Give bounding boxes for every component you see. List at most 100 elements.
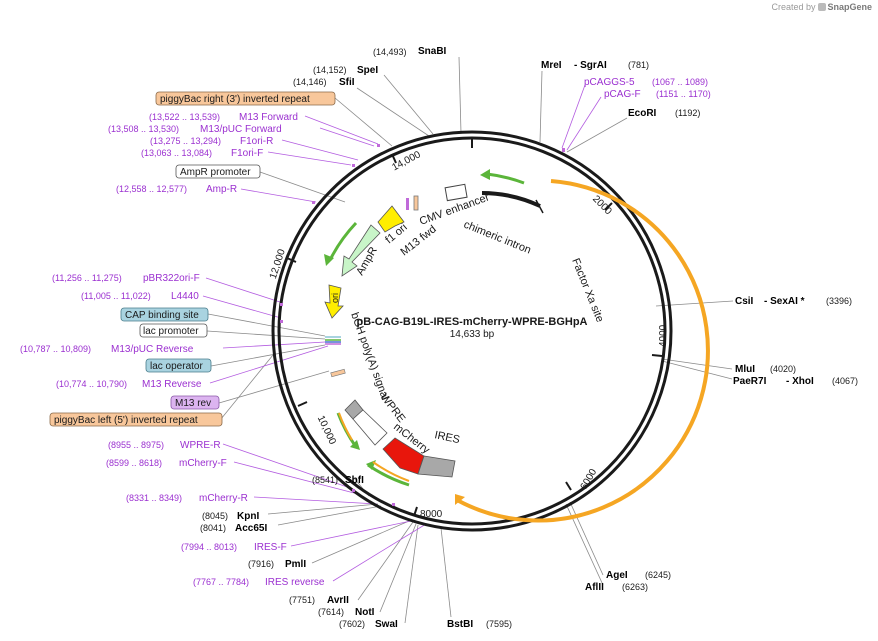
primer-pcaggs5[interactable]: pCAGGS-5 [584, 77, 635, 88]
enzyme-sfii-pos[interactable]: (14,146) [293, 77, 327, 87]
enzyme-srei[interactable]: MreI [541, 60, 562, 71]
watermark-brand: SnapGene [827, 2, 872, 12]
primer-mcherry-r-pos[interactable]: (8331 .. 8349) [126, 493, 182, 503]
primer-mcherry-f[interactable]: mCherry-F [179, 458, 227, 469]
enzyme-mlui[interactable]: MluI [735, 364, 755, 375]
plasmid-length: 14,633 bp [450, 329, 495, 340]
primer-m13puc-reverse[interactable]: M13/pUC Reverse [111, 344, 194, 355]
enzyme-ecori-pos[interactable]: (1192) [675, 108, 700, 118]
enzyme-sbfi-pos[interactable]: (8541) [312, 475, 338, 485]
enzyme-aflii[interactable]: AflII [585, 582, 604, 593]
primer-ires-f[interactable]: IRES-F [254, 542, 287, 553]
primer-f1ori-f[interactable]: F1ori-F [231, 148, 263, 159]
piggybac-right-label[interactable]: piggyBac right (3') inverted repeat [160, 94, 310, 105]
lac-promoter-box[interactable] [139, 323, 208, 338]
primer-ires-reverse[interactable]: IRES reverse [265, 577, 325, 588]
enzyme-sfii[interactable]: SfiI [339, 77, 355, 88]
primer-wpre-r[interactable]: WPRE-R [180, 440, 221, 451]
primer-l4440-pos[interactable]: (11,005 .. 11,022) [81, 291, 151, 301]
f1-ori-box [406, 198, 409, 210]
enzyme-acc65i-pos[interactable]: (8041) [200, 523, 226, 533]
lac-promoter-label[interactable]: lac promoter [143, 326, 199, 337]
enzyme-ecori[interactable]: EcoRI [628, 108, 657, 119]
enzyme-csii[interactable]: CsiI [735, 296, 754, 307]
enzyme-bstbi-pos[interactable]: (7595) [486, 619, 512, 629]
enzyme-xhoi-pos[interactable]: (4067) [832, 376, 858, 386]
enzyme-paer7i[interactable]: PaeR7I [733, 376, 767, 387]
enzyme-agei[interactable]: AgeI [606, 570, 628, 581]
ampr-promoter-label[interactable]: AmpR promoter [180, 167, 251, 178]
ori-arrow [324, 284, 344, 319]
enzyme-snabi-pos[interactable]: (14,493) [373, 47, 407, 57]
primer-mcherry-f-pos[interactable]: (8599 .. 8618) [106, 458, 162, 468]
m13-fwd-box [413, 195, 419, 211]
primer-wpre-r-pos[interactable]: (8955 .. 8975) [108, 440, 164, 450]
primer-ires-reverse-pos[interactable]: (7767 .. 7784) [193, 577, 249, 587]
primer-ires-f-pos[interactable]: (7994 .. 8013) [181, 542, 237, 552]
enzyme-kpni-pos[interactable]: (8045) [202, 511, 228, 521]
enzyme-spei-pos[interactable]: (14,152) [313, 65, 347, 75]
primer-mcherry-r[interactable]: mCherry-R [199, 493, 248, 504]
piggybac-left-label[interactable]: piggyBac left (5') inverted repeat [54, 415, 198, 426]
lac-operator-label[interactable]: lac operator [150, 361, 203, 372]
cap-binding-site-box[interactable] [120, 307, 209, 322]
primer-pcaggs5-pos[interactable]: (1067 .. 1089) [652, 77, 708, 87]
enzyme-spei[interactable]: SpeI [357, 65, 378, 76]
backbone-outer-ring [271, 130, 673, 532]
primer-m13-reverse[interactable]: M13 Reverse [142, 379, 202, 390]
enzyme-bstbi[interactable]: BstBI [447, 619, 473, 630]
orange-feature-arrowhead [455, 494, 465, 505]
enzyme-sexai[interactable]: - SexAI * [764, 296, 805, 307]
enzyme-noti[interactable]: NotI [355, 607, 375, 618]
connector-lines [206, 56, 734, 624]
chimeric-intron-end [535, 199, 544, 214]
label-wpre: WPRE [378, 391, 408, 424]
primer-m13-forward[interactable]: M13 Forward [239, 112, 298, 123]
enzyme-sgrai[interactable]: - SgrAI [574, 60, 607, 71]
primers-top: pCAGGS-5 (1067 .. 1089) pCAG-F (1151 .. … [584, 77, 711, 100]
primer-f1ori-f-pos[interactable]: (13,063 .. 13,084) [141, 148, 212, 158]
primer-pcagf-pos[interactable]: (1151 .. 1170) [656, 89, 711, 99]
lac-operator-box[interactable] [145, 358, 212, 373]
primer-m13puc-forward-pos[interactable]: (13,508 .. 13,530) [108, 124, 179, 134]
enzyme-swai[interactable]: SwaI [375, 619, 398, 630]
primer-f1ori-r[interactable]: F1ori-R [240, 136, 273, 147]
primer-amp-r[interactable]: Amp-R [206, 184, 237, 195]
primer-m13puc-reverse-pos[interactable]: (10,787 .. 10,809) [20, 344, 91, 354]
primer-amp-r-pos[interactable]: (12,558 .. 12,577) [116, 184, 187, 194]
piggybac-left-label-box[interactable] [49, 412, 223, 427]
primer-pbr322ori-f-pos[interactable]: (11,256 .. 11,275) [52, 273, 122, 283]
enzymes-bottom: (8541) SbfI (8045) KpnI (8041) Acc65I (7… [200, 475, 512, 630]
enzyme-sgrai-pos[interactable]: (781) [628, 60, 649, 70]
primer-l4440[interactable]: L4440 [171, 291, 199, 302]
primer-m13puc-forward[interactable]: M13/pUC Forward [200, 124, 282, 135]
ampr-promoter-box[interactable] [175, 164, 261, 179]
enzyme-acc65i[interactable]: Acc65I [235, 523, 267, 534]
enzyme-pmli[interactable]: PmlI [285, 559, 306, 570]
m13-rev-box[interactable] [170, 395, 220, 410]
enzyme-swai-pos[interactable]: (7602) [339, 619, 365, 629]
piggybac-right-box[interactable] [155, 91, 336, 106]
enzyme-avrii[interactable]: AvrII [327, 595, 349, 606]
enzyme-aflii-pos[interactable]: (6263) [622, 582, 648, 592]
primer-f1ori-r-pos[interactable]: (13,275 .. 13,294) [150, 136, 221, 146]
primer-pbr322ori-f[interactable]: pBR322ori-F [143, 273, 200, 284]
primers-left: (13,522 .. 13,539) M13 Forward (13,508 .… [20, 112, 325, 588]
primer-pcagf[interactable]: pCAG-F [604, 89, 641, 100]
enzyme-sexai-pos[interactable]: (3396) [826, 296, 852, 306]
m13-rev-label[interactable]: M13 rev [175, 398, 211, 409]
enzyme-sbfi[interactable]: SbfI [345, 475, 364, 486]
enzyme-mlui-pos[interactable]: (4020) [770, 364, 796, 374]
cap-binding-site-label[interactable]: CAP binding site [125, 310, 199, 321]
enzyme-avrii-pos[interactable]: (7751) [289, 595, 315, 605]
enzyme-snabi[interactable]: SnaBI [418, 46, 447, 57]
primer-m13-reverse-pos[interactable]: (10,774 .. 10,790) [56, 379, 127, 389]
enzyme-noti-pos[interactable]: (7614) [318, 607, 344, 617]
enzyme-kpni[interactable]: KpnI [237, 511, 259, 522]
enzyme-xhoi[interactable]: - XhoI [786, 376, 814, 387]
boxed-features: piggyBac right (3') inverted repeat AmpR… [49, 91, 336, 427]
primer-m13-forward-pos[interactable]: (13,522 .. 13,539) [149, 112, 220, 122]
enzyme-agei-pos[interactable]: (6245) [645, 570, 671, 580]
enzyme-pmli-pos[interactable]: (7916) [248, 559, 274, 569]
